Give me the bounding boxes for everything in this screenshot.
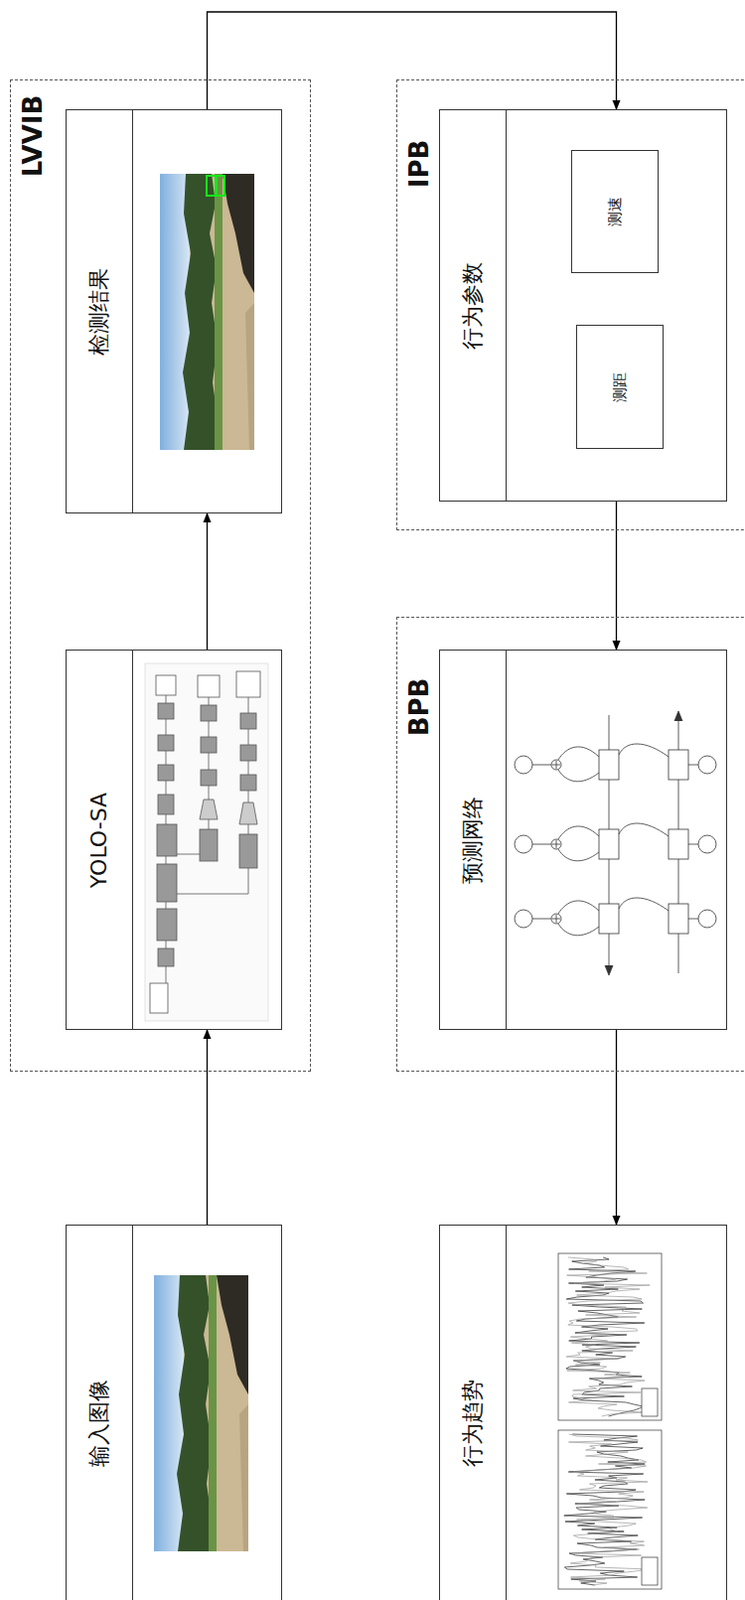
region-label: BPB <box>406 678 433 738</box>
flow-arrow <box>615 501 617 650</box>
box-title: 测距 <box>612 372 628 403</box>
illustration-part <box>157 735 174 751</box>
group-region: BPB 预测网络 <box>396 616 745 1072</box>
parameter-box: 测速 <box>571 149 659 274</box>
parameter-box: 测距 <box>576 324 664 449</box>
illustration-part <box>551 759 562 770</box>
stage-panel: YOLO-SA <box>65 649 283 1031</box>
illustration-part <box>558 769 599 782</box>
region-label: LVVIB <box>19 95 46 178</box>
illustration-part <box>157 764 174 781</box>
illustration-part <box>618 744 669 757</box>
illustration-part <box>514 744 717 782</box>
illustration-part <box>240 713 257 730</box>
box-title: 输入图像 <box>88 1379 111 1468</box>
illustration-part <box>532 764 552 766</box>
group-region: LVVIB 检测结果 YOLO-SA <box>9 79 311 1072</box>
flow-arrow <box>206 1030 208 1225</box>
illustration-part <box>566 1257 650 1417</box>
illustration-part <box>159 173 255 450</box>
illustration-part <box>200 769 217 786</box>
input-photo <box>153 1275 249 1552</box>
illustration-part <box>200 705 217 722</box>
illustration-part <box>239 802 258 825</box>
illustration-part <box>206 175 216 196</box>
illustration-part <box>514 823 717 862</box>
illustration-part <box>569 1434 650 1586</box>
illustration-part <box>156 824 177 857</box>
stage-panel: 预测网络 <box>439 649 728 1031</box>
illustration-part <box>157 948 174 967</box>
illustration-part <box>199 829 218 862</box>
illustration-part <box>604 965 613 976</box>
illustration-part <box>558 1430 662 1590</box>
stage-panel: 检测结果 <box>65 109 283 514</box>
illustration-part <box>240 745 257 761</box>
region-label: IPB <box>406 140 433 189</box>
illustration-part <box>674 711 683 722</box>
illustration-part <box>165 894 249 895</box>
stage-panel: 行为趋势 <box>439 1224 728 1600</box>
detection-photo <box>159 173 255 450</box>
box-title: 测速 <box>607 196 623 227</box>
stage-panel: 行为参数 测速测距 <box>439 109 728 502</box>
illustration-part <box>199 799 218 820</box>
illustration-part <box>514 755 533 774</box>
illustration-part <box>155 675 176 696</box>
illustration-part <box>157 794 174 815</box>
illustration-part <box>641 1388 658 1417</box>
flow-arrow <box>206 513 208 650</box>
illustration-part <box>598 749 619 780</box>
network-figure <box>145 663 269 1022</box>
flow-arrow <box>615 1030 617 1225</box>
illustration-part <box>239 834 258 869</box>
box-title: YOLO-SA <box>88 791 111 888</box>
illustration-part <box>558 746 599 760</box>
illustration-part <box>641 1557 658 1586</box>
illustration-part <box>153 1275 249 1552</box>
illustration-part <box>556 760 558 769</box>
box-title: 预测网络 <box>461 796 484 885</box>
illustration-part <box>197 675 220 698</box>
illustration-part <box>668 749 689 780</box>
box-title: 行为趋势 <box>461 1379 484 1468</box>
illustration-part <box>558 1253 662 1421</box>
gru-figure <box>514 711 717 976</box>
group-region: IPB 行为参数 测速测距 <box>396 79 745 531</box>
illustration-part <box>698 755 717 774</box>
illustration-part <box>200 737 217 753</box>
illustration-part <box>145 663 269 1022</box>
illustration-part <box>156 864 177 902</box>
illustration-part <box>514 897 717 936</box>
stage-panel: 输入图像 <box>65 1224 283 1600</box>
illustration-part <box>688 764 699 766</box>
illustration-part <box>240 774 257 791</box>
illustration-part <box>236 671 261 698</box>
illustration-part <box>157 703 174 720</box>
illustration-part <box>149 983 168 1014</box>
flow-arrow <box>207 11 617 110</box>
box-title: 行为参数 <box>461 262 484 350</box>
box-title: 检测结果 <box>88 268 111 356</box>
illustration-part <box>216 175 225 196</box>
illustration-part <box>156 908 177 941</box>
trend-charts <box>558 1253 662 1590</box>
